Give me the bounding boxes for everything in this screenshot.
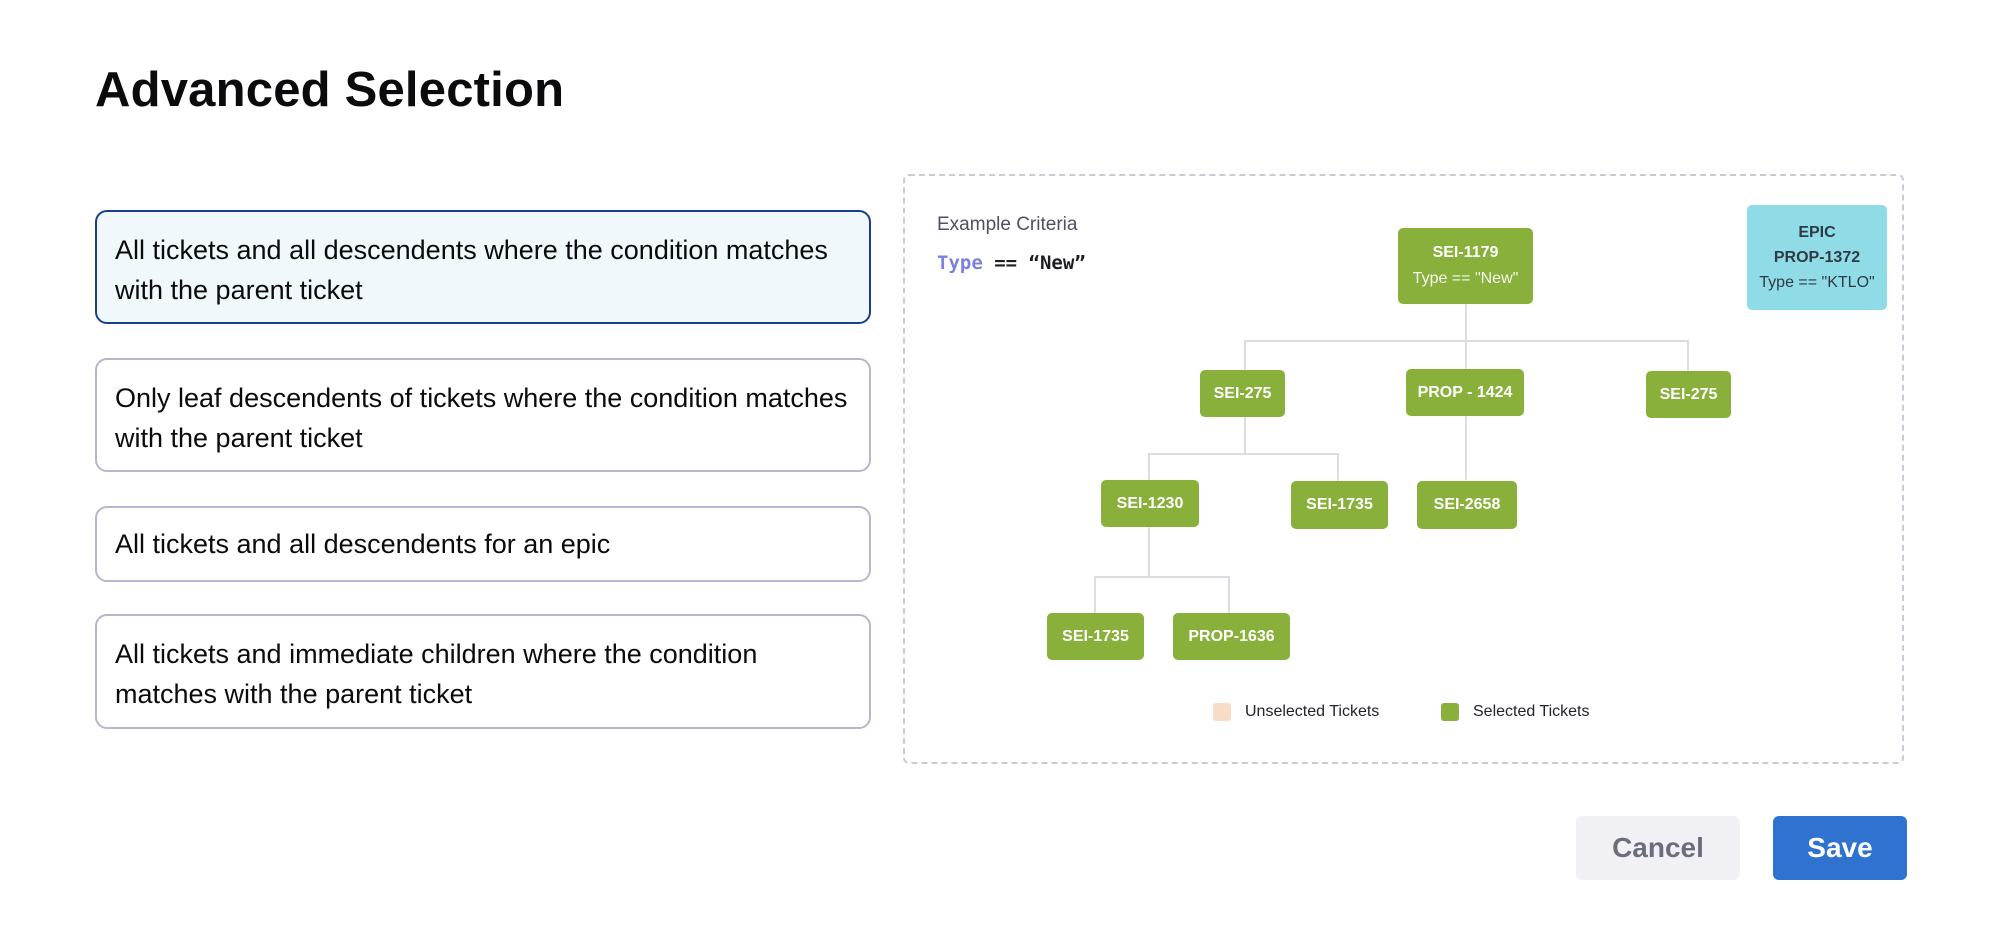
connector — [1094, 576, 1230, 578]
connector — [1228, 576, 1230, 613]
connector — [1148, 453, 1150, 480]
selected-swatch — [1441, 703, 1459, 721]
option-all-descendents-condition[interactable]: All tickets and all descendents where th… — [95, 210, 871, 324]
epic-card: EPIC PROP-1372 Type == "KTLO" — [1747, 205, 1887, 310]
example-criteria-code: Type == “New” — [937, 252, 1086, 274]
ticket-node: SEI-275 — [1200, 370, 1285, 417]
unselected-swatch — [1213, 703, 1231, 721]
ticket-node: PROP - 1424 — [1406, 369, 1524, 416]
criteria-keyword: Type — [937, 252, 983, 274]
epic-condition: Type == "KTLO" — [1759, 273, 1875, 291]
legend-unselected-label: Unselected Tickets — [1245, 703, 1380, 720]
criteria-expression: == “New” — [982, 252, 1086, 274]
legend-selected: Selected Tickets — [1441, 703, 1590, 721]
connector — [1465, 340, 1467, 370]
ticket-node-condition: Type == "New" — [1412, 270, 1519, 287]
cancel-button[interactable]: Cancel — [1576, 816, 1740, 880]
option-immediate-children-condition[interactable]: All tickets and immediate children where… — [95, 614, 871, 729]
ticket-node: SEI-275 — [1646, 371, 1731, 418]
connector — [1244, 417, 1246, 453]
connector — [1148, 453, 1338, 455]
option-all-descendents-epic[interactable]: All tickets and all descendents for an e… — [95, 506, 871, 582]
ticket-node-root: SEI-1179 Type == "New" — [1398, 228, 1533, 304]
connector — [1337, 453, 1339, 481]
ticket-node: SEI-1735 — [1047, 613, 1144, 660]
ticket-node: SEI-1735 — [1291, 481, 1388, 529]
connector — [1148, 527, 1150, 576]
option-leaf-descendents-condition[interactable]: Only leaf descendents of tickets where t… — [95, 358, 871, 472]
legend-unselected: Unselected Tickets — [1213, 703, 1379, 721]
example-panel — [903, 174, 1904, 764]
dialog-title: Advanced Selection — [95, 63, 565, 117]
ticket-node-id: SEI-1179 — [1432, 244, 1499, 261]
connector — [1687, 340, 1689, 371]
ticket-node: PROP-1636 — [1173, 613, 1290, 660]
connector — [1094, 576, 1096, 613]
example-criteria-label: Example Criteria — [937, 214, 1078, 235]
connector — [1244, 340, 1246, 370]
ticket-node: SEI-1230 — [1101, 480, 1199, 527]
save-button[interactable]: Save — [1773, 816, 1907, 880]
connector — [1465, 416, 1467, 480]
epic-id: PROP-1372 — [1773, 248, 1861, 266]
connector — [1465, 304, 1467, 340]
epic-tag: EPIC — [1798, 223, 1836, 241]
ticket-node: SEI-2658 — [1417, 481, 1517, 529]
legend-selected-label: Selected Tickets — [1473, 703, 1590, 720]
